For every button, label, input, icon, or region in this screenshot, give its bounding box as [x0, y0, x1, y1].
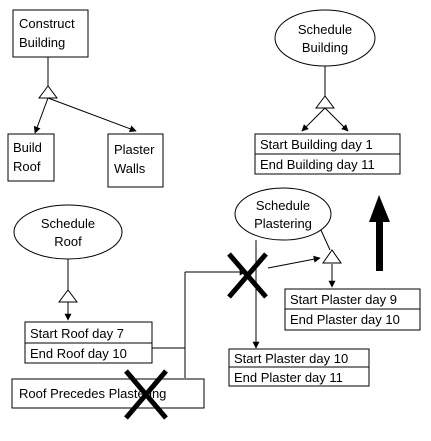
up-arrow-icon [369, 195, 390, 271]
x-mark-icon [124, 369, 168, 420]
time-label: End Building day 11 [260, 157, 375, 172]
time-label: Start Plaster day 10 [234, 351, 348, 366]
node-construct-building: Construct Building [12, 9, 89, 58]
node-label: Roof [54, 234, 82, 249]
triangles [38, 85, 342, 303]
time-label: End Plaster day 10 [290, 312, 400, 327]
node-build-roof: Build Roof [7, 133, 55, 182]
node-label: Building [19, 35, 65, 50]
constraint-roof-precedes-plastering: Roof Precedes Plastering [11, 378, 205, 409]
connector-line [301, 107, 326, 132]
connector-line [319, 227, 331, 251]
connector-line [324, 107, 349, 132]
node-plaster-walls: Plaster Walls [107, 133, 164, 188]
triangle-icon [322, 249, 342, 264]
time-label: Start Plaster day 9 [290, 292, 397, 307]
node-schedule-plastering: Schedule Plastering [234, 187, 332, 241]
times-building: Start Building day 1 End Building day 11 [254, 133, 401, 175]
connectors [33, 57, 349, 378]
node-label: Build [13, 140, 42, 155]
node-schedule-roof: Schedule Roof [13, 204, 123, 260]
triangle-icon [315, 95, 335, 109]
times-plaster-new: Start Plaster day 9 End Plaster day 10 [284, 288, 421, 331]
node-label: Walls [114, 161, 146, 176]
time-label: Start Roof day 7 [30, 326, 124, 341]
node-label: Plaster [114, 142, 155, 157]
x-mark-icon [227, 252, 268, 299]
node-label: Plastering [254, 216, 312, 231]
triangle-icon [58, 289, 78, 303]
time-label: Start Building day 1 [260, 137, 373, 152]
node-label: Schedule [41, 216, 95, 231]
time-label: End Roof day 10 [30, 346, 127, 361]
time-label: End Plaster day 11 [234, 370, 343, 385]
times-roof: Start Roof day 7 End Roof day 10 [24, 321, 153, 364]
node-label: Roof [13, 159, 41, 174]
triangle-icon [38, 85, 58, 99]
node-label: Schedule [256, 198, 310, 213]
connector-line [33, 97, 49, 134]
times-plaster-old: Start Plaster day 10 End Plaster day 11 [228, 348, 370, 387]
node-label: Construct [19, 16, 75, 31]
node-label: Building [302, 40, 348, 55]
constraint-label: Roof Precedes Plastering [19, 386, 166, 401]
connector-line [47, 97, 137, 133]
node-label: Schedule [298, 22, 352, 37]
node-schedule-building: Schedule Building [274, 9, 376, 67]
connector-line [267, 255, 321, 269]
